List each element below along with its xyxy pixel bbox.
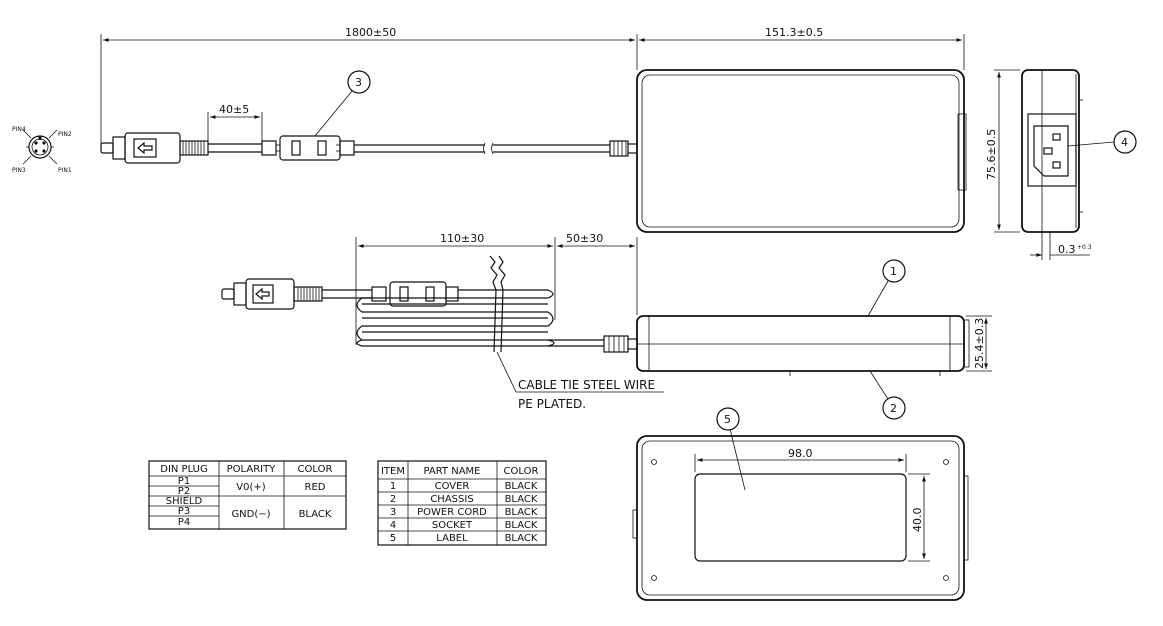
dim-body-width: 75.6±0.5 — [985, 129, 998, 180]
parts-row-item: 4 — [390, 520, 396, 531]
dim-coil-offset: 50±30 — [566, 232, 603, 245]
parts-row-item: 3 — [390, 507, 396, 518]
parts-row-color: BLACK — [505, 507, 538, 518]
parts-header-name: PART NAME — [423, 466, 480, 477]
polarity-plug-p4: P4 — [178, 517, 190, 528]
parts-row-name: POWER CORD — [417, 507, 487, 518]
pin4-label: PIN4 — [12, 126, 26, 133]
bottom-view-label: 98.0 40.0 5 — [632, 407, 969, 601]
parts-row-color: BLACK — [505, 494, 538, 505]
polarity-plug-p2: P2 — [178, 486, 190, 497]
top-view-cable: 1800±50 40±5 3 — [100, 26, 638, 164]
din-plug-face: PIN4 PIN2 PIN3 PIN1 — [12, 126, 72, 174]
pin3-label: PIN3 — [12, 167, 26, 174]
polarity-vplus: V0(+) — [236, 482, 265, 493]
polarity-gnd: GND(−) — [231, 509, 270, 520]
parts-header-color: COLOR — [504, 466, 539, 477]
dim-cable-length: 1800±50 — [345, 26, 396, 39]
dim-coil-length: 110±30 — [440, 232, 484, 245]
parts-row-name: COVER — [435, 481, 470, 492]
parts-row-color: BLACK — [505, 481, 538, 492]
polarity-header-polarity: POLARITY — [227, 464, 277, 475]
parts-row-name: CHASSIS — [430, 494, 473, 505]
parts-row-item: 2 — [390, 494, 396, 505]
parts-row-name: LABEL — [436, 533, 468, 544]
cable-note-line2: PE PLATED. — [518, 397, 586, 411]
cable-note-line1: CABLE TIE STEEL WIRE — [518, 378, 655, 392]
parts-row-color: BLACK — [505, 533, 538, 544]
parts-row-item: 1 — [390, 481, 396, 492]
pin2-label: PIN2 — [58, 131, 72, 138]
side-view-cable: 110±30 50±30 — [221, 232, 664, 411]
polarity-header-color: COLOR — [298, 464, 333, 475]
polarity-header-plug: DIN PLUG — [160, 464, 207, 475]
polarity-plug-p1: P1 — [178, 476, 190, 487]
polarity-color-red: RED — [305, 482, 326, 493]
callout-1: 1 — [890, 265, 897, 278]
parts-header-item: ITEM — [381, 466, 405, 477]
polarity-plug-shield: SHIELD — [166, 496, 203, 507]
callout-5: 5 — [724, 413, 731, 426]
callout-4: 4 — [1121, 136, 1128, 149]
dim-label-width: 98.0 — [788, 447, 813, 460]
polarity-color-black: BLACK — [299, 509, 332, 520]
callout-3: 3 — [355, 76, 362, 89]
side-view-adapter: 25.4±0.3 1 2 — [636, 259, 992, 420]
parts-row-color: BLACK — [505, 520, 538, 531]
dim-socket-recess-tol: +0.3 — [1077, 244, 1092, 251]
dim-body-height: 25.4±0.3 — [973, 318, 986, 369]
dim-plug-offset: 40±5 — [219, 103, 249, 116]
pin1-label: PIN1 — [58, 167, 72, 174]
polarity-plug-p3: P3 — [178, 506, 190, 517]
polarity-table: DIN PLUG POLARITY COLOR P1 P2 SHIELD P3 … — [148, 460, 347, 530]
parts-row-item: 5 — [390, 533, 396, 544]
dim-body-length: 151.3±0.5 — [765, 26, 823, 39]
parts-row-name: SOCKET — [432, 520, 473, 531]
callout-2: 2 — [890, 402, 897, 415]
end-view-socket: 75.6±0.5 4 0.3 +0.3 — [985, 69, 1137, 260]
dim-label-height: 40.0 — [911, 508, 924, 533]
parts-table: ITEM PART NAME COLOR 1 COVER BLACK 2 CHA… — [377, 460, 547, 546]
top-view-adapter: 151.3±0.5 — [636, 26, 967, 233]
dim-socket-recess: 0.3 — [1058, 243, 1076, 256]
